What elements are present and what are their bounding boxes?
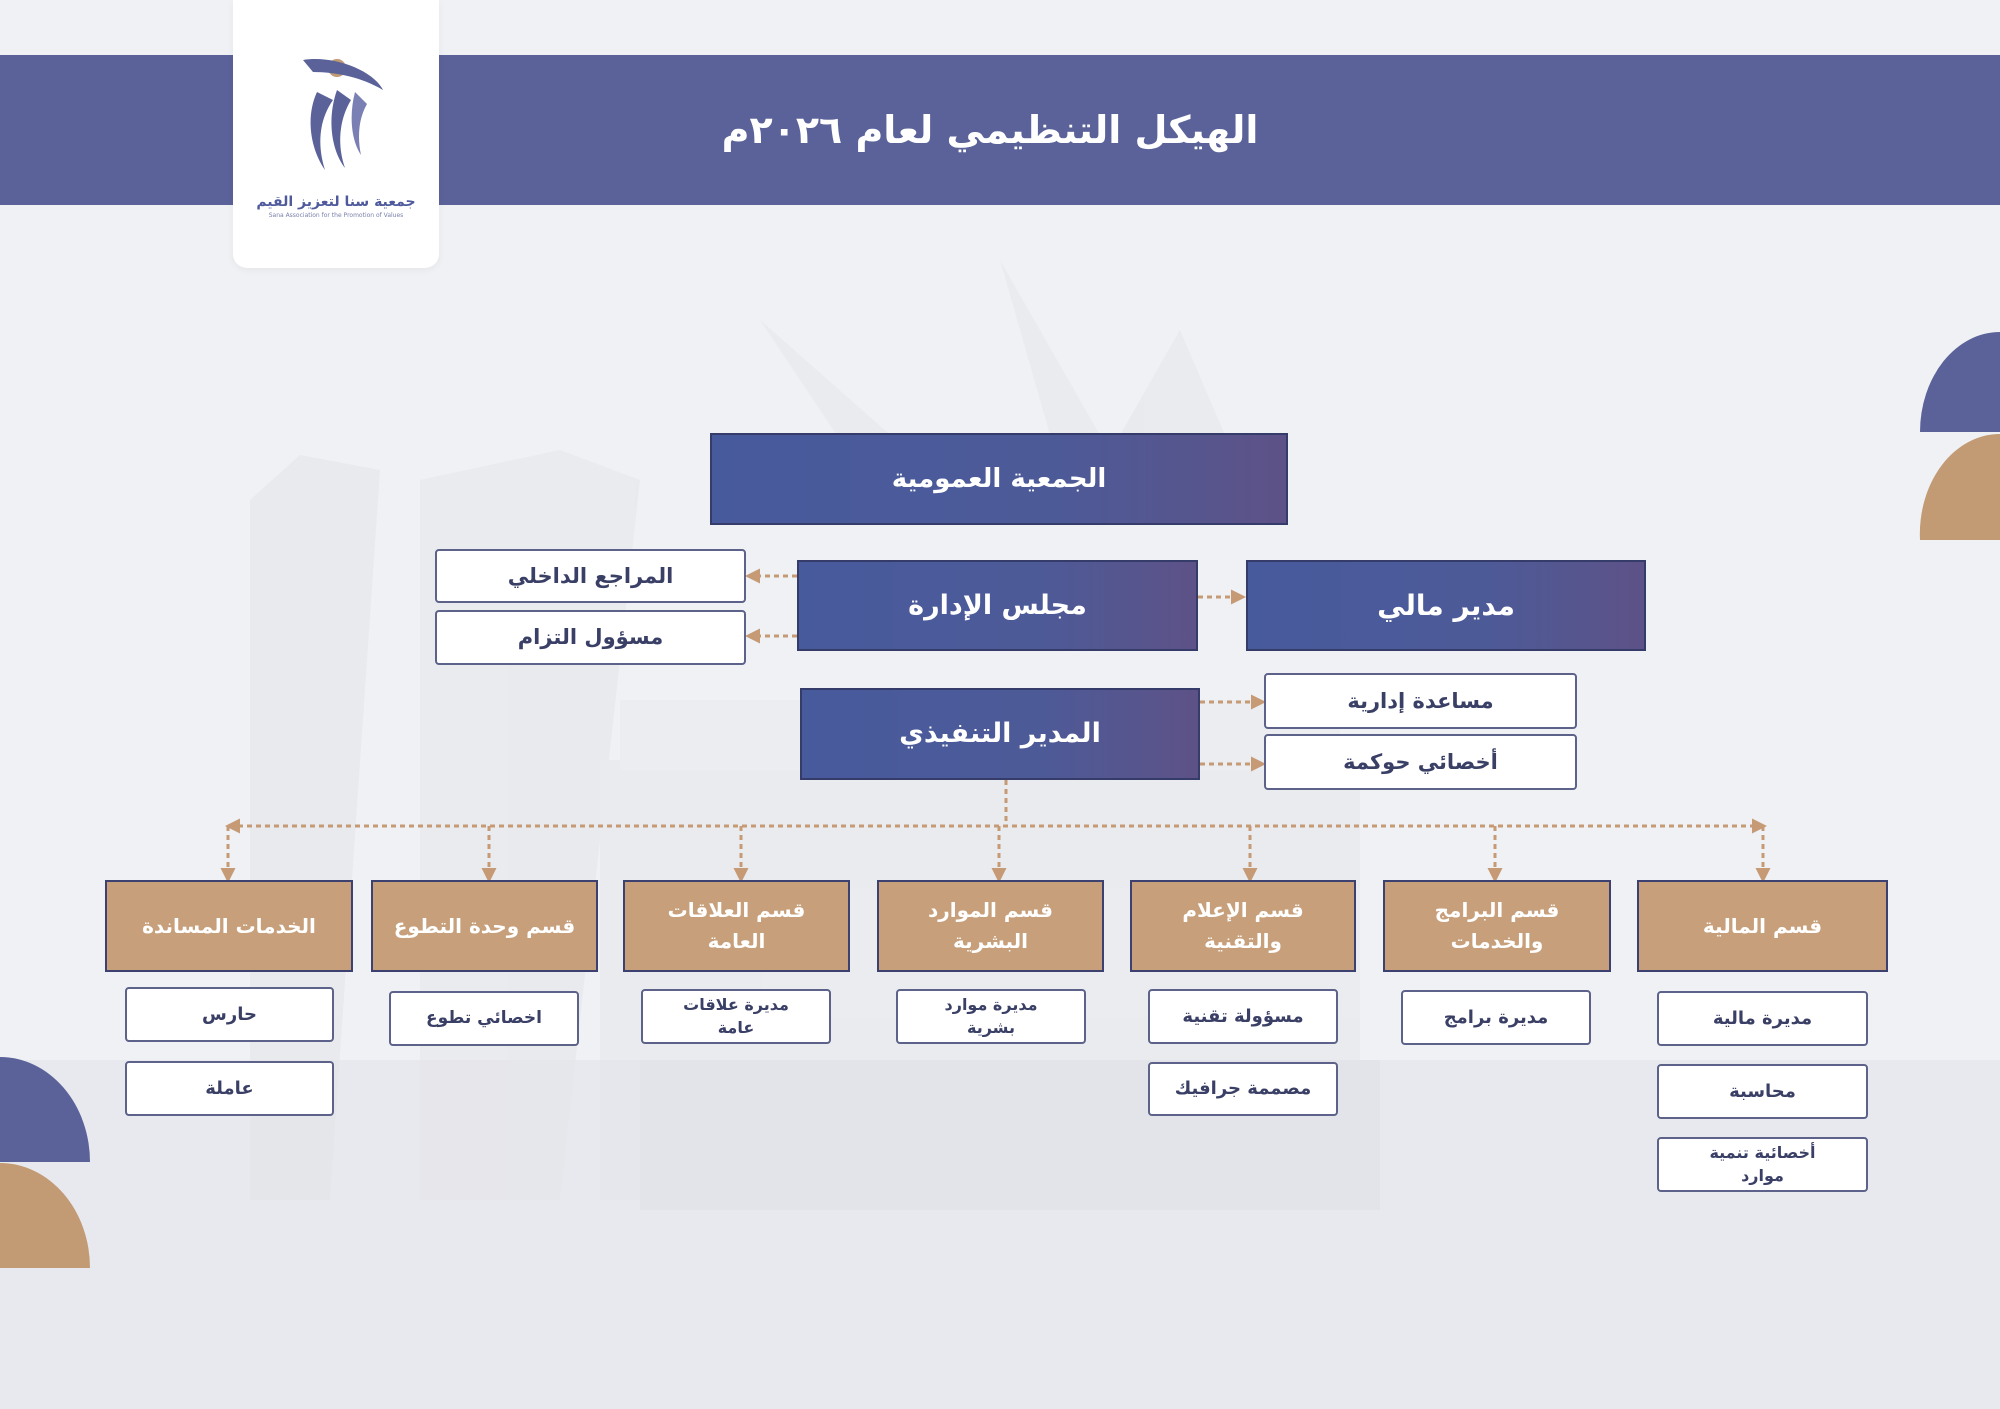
role-box: مديرة موارد بشرية [896, 989, 1086, 1044]
role-box: محاسبة [1657, 1064, 1868, 1119]
finance-manager-box: مدير مالي [1246, 560, 1646, 651]
logo-name-ar: جمعية سنا لتعزيز القيم [256, 194, 416, 210]
leaf-decoration-right-top [1920, 332, 2000, 432]
role-box: أخصائية تنمية موارد [1657, 1137, 1868, 1192]
logo-name-en: Sana Association for the Promotion of Va… [268, 212, 404, 219]
logo-icon [303, 59, 383, 170]
board-box: مجلس الإدارة [797, 560, 1198, 651]
department-public-relations: قسم العلاقات العامة [623, 880, 850, 972]
compliance-officer-box: مسؤول التزام [435, 610, 746, 665]
leaf-decoration-left-top [0, 1057, 90, 1162]
admin-assistant-box: مساعدة إدارية [1264, 673, 1577, 729]
department-media-tech: قسم الإعلام والتقنية [1130, 880, 1356, 972]
role-box: مديرة برامج [1401, 990, 1591, 1045]
executive-director-box: المدير التنفيذي [800, 688, 1200, 780]
department-hr: قسم الموارد البشرية [877, 880, 1104, 972]
leaf-decoration-left-bottom [0, 1163, 90, 1268]
role-box: مصممة جرافيك [1148, 1062, 1338, 1116]
role-box: اخصائي تطوع [389, 991, 579, 1046]
logo-card: جمعية سنا لتعزيز القيم Sana Association … [233, 0, 439, 268]
role-box: حارس [125, 987, 334, 1042]
role-box: مديرة علاقات عامة [641, 989, 831, 1044]
role-box: مسؤولة تقنية [1148, 989, 1338, 1044]
internal-auditor-box: المراجع الداخلي [435, 549, 746, 603]
governance-specialist-box: أخصائي حوكمة [1264, 734, 1577, 790]
general-assembly-box: الجمعية العمومية [710, 433, 1288, 525]
department-programs: قسم البرامج والخدمات [1383, 880, 1611, 972]
department-support-services: الخدمات المساندة [105, 880, 353, 972]
page-title: الهيكل التنظيمي لعام ٢٠٢٦م [721, 108, 1259, 152]
leaf-decoration-right-bottom [1919, 433, 2000, 540]
role-box: مديرة مالية [1657, 991, 1868, 1046]
department-volunteering: قسم وحدة التطوع [371, 880, 598, 972]
department-finance: قسم المالية [1637, 880, 1888, 972]
role-box: عاملة [125, 1061, 334, 1116]
